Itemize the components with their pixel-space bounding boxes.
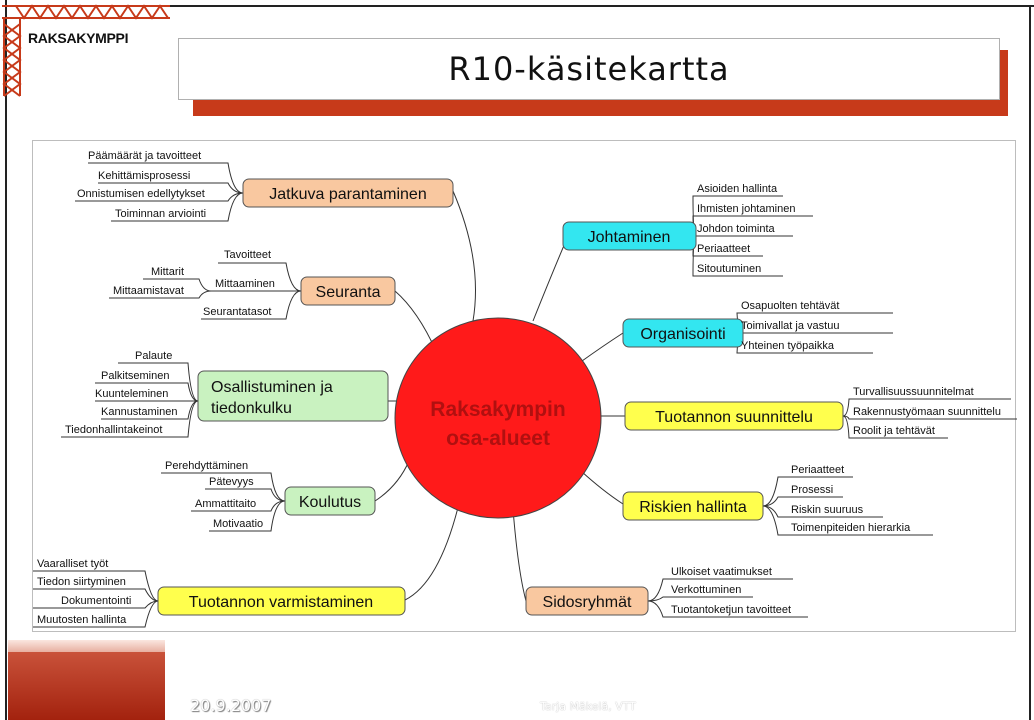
node-tuotannon-suunnittelu bbox=[624, 401, 844, 431]
footer-accent bbox=[8, 652, 165, 720]
title-box: R10-käsitekartta bbox=[178, 38, 1000, 100]
connector-sidosryhmat bbox=[512, 508, 527, 602]
node-tuotannon-suunnittelu-label: Tuotannon suunnittelu bbox=[655, 409, 813, 426]
center-label-line1: Raksakympin bbox=[430, 398, 565, 421]
slide-frame-right bbox=[1029, 5, 1031, 720]
node-seuranta bbox=[300, 276, 396, 306]
leaf-label: Yhteinen työpaikka bbox=[741, 340, 835, 352]
leaf-label: Roolit ja tehtävät bbox=[853, 425, 935, 437]
leaf-label: Riskin suuruus bbox=[791, 504, 864, 516]
connector-organisointi bbox=[581, 332, 624, 362]
center-node bbox=[394, 317, 602, 519]
node-sidosryhmat bbox=[525, 586, 649, 616]
leaf-label: Johdon toiminta bbox=[697, 223, 776, 235]
mind-map: Raksakympin osa-alueet Jatkuva parantami… bbox=[32, 140, 1017, 632]
node-johtaminen bbox=[562, 221, 697, 251]
connector-riskit bbox=[580, 470, 624, 505]
connector-johtaminen bbox=[532, 235, 569, 322]
leaf-label: Dokumentointi bbox=[61, 595, 131, 607]
connector-seuranta bbox=[394, 290, 437, 352]
leaf-label: Mittaamistavat bbox=[113, 285, 184, 297]
leaf-label: Toimivallat ja vastuu bbox=[741, 320, 839, 332]
leaf-label: Mittaaminen bbox=[215, 278, 275, 290]
leaf-label: Ulkoiset vaatimukset bbox=[671, 566, 772, 578]
node-organisointi bbox=[622, 318, 744, 348]
leaf-label: Muutosten hallinta bbox=[37, 614, 127, 626]
center-label-line2: osa-alueet bbox=[446, 427, 550, 450]
node-osallistuminen-label-line1: Osallistuminen ja bbox=[211, 379, 333, 396]
node-jatkuva-parantaminen-label: Jatkuva parantaminen bbox=[269, 186, 426, 203]
node-organisointi-label: Organisointi bbox=[640, 326, 725, 343]
leaf-label: Pätevyys bbox=[209, 476, 254, 488]
leaf-label: Toiminnan arviointi bbox=[115, 208, 206, 220]
leaf-label: Toimenpiteiden hierarkia bbox=[791, 522, 911, 534]
node-koulutus-label: Koulutus bbox=[299, 494, 361, 511]
leaf-label: Tiedonhallintakeinot bbox=[65, 424, 162, 436]
leaf-label: Periaatteet bbox=[697, 243, 750, 255]
raksakymppi-logo: RAKSAKYMPPI bbox=[0, 0, 175, 100]
node-riskien-hallinta bbox=[622, 491, 764, 521]
node-osallistuminen bbox=[197, 370, 389, 422]
leaf-label: Osapuolten tehtävät bbox=[741, 300, 839, 312]
crane-logo-icon bbox=[2, 4, 170, 97]
mind-map-canvas: Raksakympin osa-alueet Jatkuva parantami… bbox=[33, 150, 1017, 628]
node-koulutus bbox=[284, 486, 376, 516]
leaf-label: Kuunteleminen bbox=[95, 388, 168, 400]
leaf-label: Asioiden hallinta bbox=[697, 183, 778, 195]
leaf-label: Perehdyttäminen bbox=[165, 460, 248, 472]
leaf-label: Palkitseminen bbox=[101, 370, 169, 382]
leaf-label: Vaaralliset työt bbox=[37, 558, 108, 570]
leaf-label: Seurantatasot bbox=[203, 306, 272, 318]
node-tuotannon-varmistaminen-label: Tuotannon varmistaminen bbox=[189, 594, 373, 611]
leaf-label: Turvallisuussuunnitelmat bbox=[853, 386, 974, 398]
logo-text: RAKSAKYMPPI bbox=[28, 30, 129, 46]
leaf-label: Tuotantoketjun tavoitteet bbox=[671, 604, 791, 616]
footer-author: Tarja Mäkelä, VTT bbox=[540, 700, 636, 713]
node-seuranta-label: Seuranta bbox=[316, 284, 381, 301]
leaf-label: Päämäärät ja tavoitteet bbox=[88, 150, 201, 162]
node-riskien-hallinta-label: Riskien hallinta bbox=[639, 499, 747, 516]
node-osallistuminen-label-line2: tiedonkulku bbox=[211, 400, 292, 417]
leaf-label: Ihmisten johtaminen bbox=[697, 203, 795, 215]
node-tuotannon-varmistaminen bbox=[157, 586, 406, 616]
connector-jatkuva bbox=[452, 190, 476, 322]
leaf-label: Tavoitteet bbox=[224, 249, 271, 261]
node-johtaminen-label: Johtaminen bbox=[588, 229, 671, 246]
slide-frame-left bbox=[5, 0, 7, 720]
slide-title: R10-käsitekartta bbox=[448, 50, 730, 88]
slide-frame-top bbox=[5, 5, 1034, 7]
connector-koulutus bbox=[374, 460, 410, 502]
leaf-label: Ammattitaito bbox=[195, 498, 256, 510]
leaf-label: Motivaatio bbox=[213, 518, 263, 530]
leaf-label: Kehittämisprosessi bbox=[98, 170, 190, 182]
leaf-label: Onnistumisen edellytykset bbox=[77, 188, 205, 200]
leaf-label: Verkottuminen bbox=[671, 584, 741, 596]
leaf-label: Periaatteet bbox=[791, 464, 844, 476]
leaf-label: Sitoutuminen bbox=[697, 263, 761, 275]
leaf-label: Rakennustyömaan suunnittelu bbox=[853, 406, 1001, 418]
node-sidosryhmat-label: Sidosryhmät bbox=[543, 594, 632, 611]
node-jatkuva-parantaminen bbox=[242, 178, 454, 208]
footer-accent-light bbox=[8, 640, 165, 654]
leaf-label: Tiedon siirtyminen bbox=[37, 576, 126, 588]
leaf-label: Palaute bbox=[135, 350, 172, 362]
footer-date: 20.9.2007 bbox=[190, 696, 272, 715]
leaf-label: Mittarit bbox=[151, 266, 184, 278]
leaf-label: Prosessi bbox=[791, 484, 833, 496]
leaf-label: Kannustaminen bbox=[101, 406, 177, 418]
